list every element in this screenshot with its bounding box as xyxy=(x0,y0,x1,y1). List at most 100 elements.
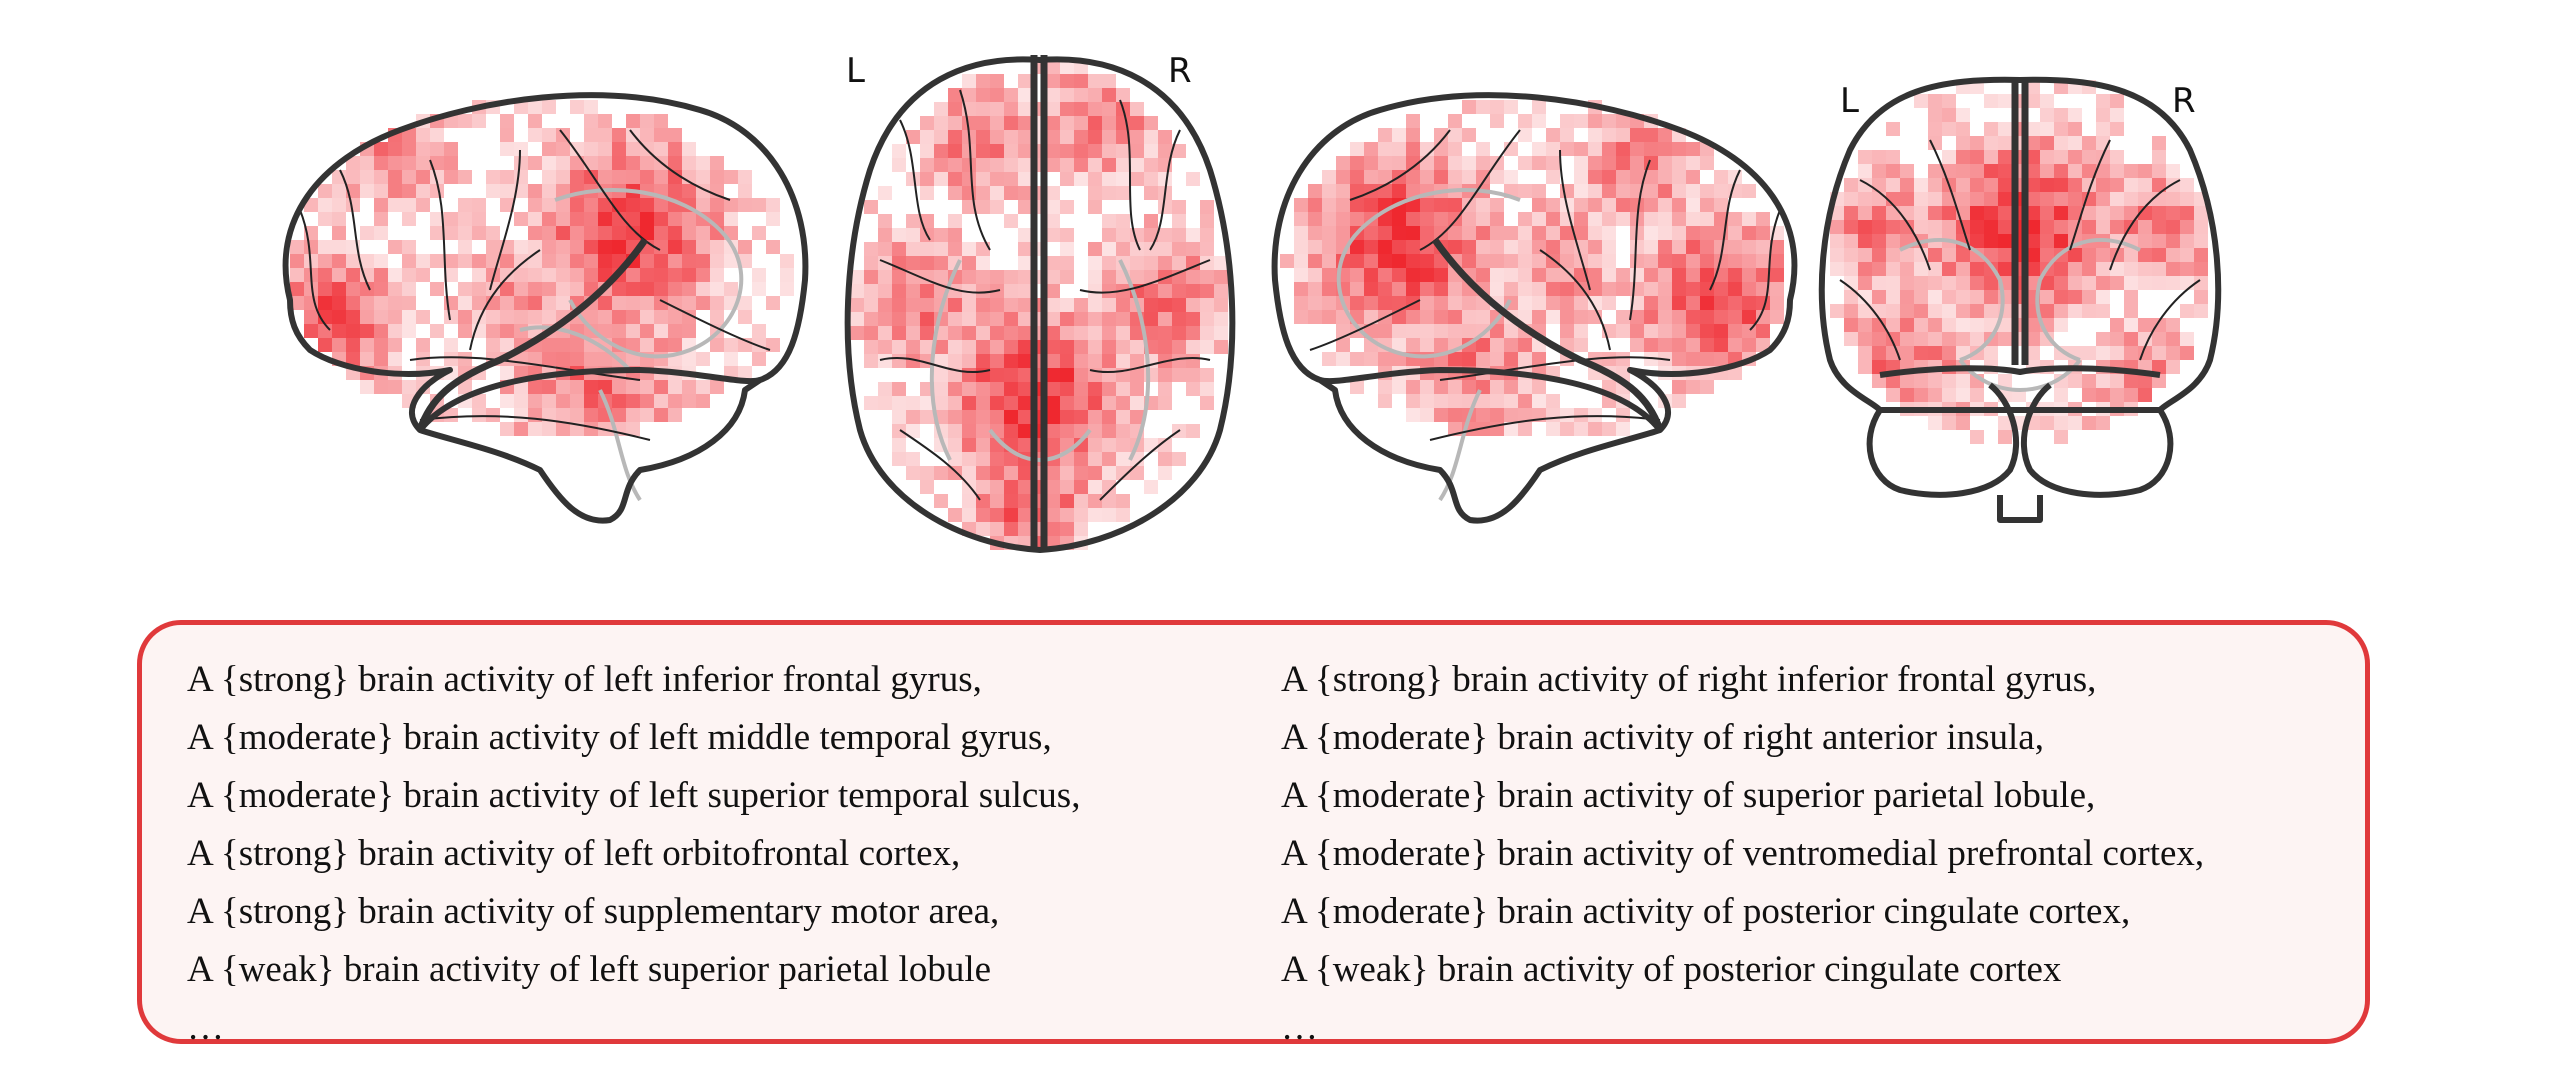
activation-voxel xyxy=(570,282,584,296)
temporal-lobe-outline xyxy=(417,367,761,432)
activation-voxel xyxy=(640,156,654,170)
activation-voxel xyxy=(1004,410,1018,424)
activation-voxel xyxy=(1490,198,1504,212)
activation-voxel xyxy=(2040,108,2054,122)
activation-voxel xyxy=(1448,380,1462,394)
activation-voxel xyxy=(1914,332,1928,346)
activation-voxel xyxy=(612,282,626,296)
activation-voxel xyxy=(1046,284,1060,298)
activation-voxel xyxy=(976,354,990,368)
activation-voxel xyxy=(1378,156,1392,170)
activation-voxel xyxy=(1004,186,1018,200)
activation-voxel xyxy=(500,338,514,352)
activation-voxel xyxy=(570,100,584,114)
activation-voxel xyxy=(1074,74,1088,88)
activation-voxel xyxy=(1942,318,1956,332)
activation-voxel xyxy=(1914,276,1928,290)
activation-voxel xyxy=(1420,282,1434,296)
activation-voxel xyxy=(626,198,640,212)
activation-voxel xyxy=(1742,226,1756,240)
activation-voxel xyxy=(2138,234,2152,248)
activation-voxel xyxy=(1886,388,1900,402)
activation-voxel xyxy=(1560,254,1574,268)
activation-voxel xyxy=(682,352,696,366)
activation-voxel xyxy=(892,228,906,242)
activation-voxel xyxy=(878,270,892,284)
activation-voxel xyxy=(1088,494,1102,508)
activation-voxel xyxy=(2054,206,2068,220)
activation-voxel xyxy=(1308,268,1322,282)
activation-voxel xyxy=(2040,178,2054,192)
glass-brain-figure: L R xyxy=(282,51,2222,553)
activation-voxel xyxy=(1756,338,1770,352)
temporal-lobe-outline xyxy=(1319,367,1663,432)
activation-voxel xyxy=(1074,410,1088,424)
activation-voxel xyxy=(528,296,542,310)
activation-voxel xyxy=(1858,206,1872,220)
activation-voxel xyxy=(738,198,752,212)
activation-voxel xyxy=(1364,352,1378,366)
activation-voxel xyxy=(542,380,556,394)
activation-voxel xyxy=(1186,270,1200,284)
activation-voxel xyxy=(682,184,696,198)
activation-voxel xyxy=(1686,380,1700,394)
activation-voxel xyxy=(626,408,640,422)
activation-voxel xyxy=(892,424,906,438)
activation-voxel xyxy=(1644,226,1658,240)
activation-voxel xyxy=(1616,352,1630,366)
brain-sulci xyxy=(879,89,1211,501)
activation-voxel xyxy=(2124,206,2138,220)
sylvian-fissure xyxy=(416,237,648,432)
activation-voxel xyxy=(1900,304,1914,318)
activation-voxel xyxy=(1186,368,1200,382)
activation-voxel xyxy=(2180,262,2194,276)
activation-voxel xyxy=(1046,158,1060,172)
activation-voxel xyxy=(2152,164,2166,178)
activation-voxel xyxy=(2096,220,2110,234)
activation-voxel xyxy=(1602,212,1616,226)
activation-voxel xyxy=(1214,312,1228,326)
activation-voxel xyxy=(1448,394,1462,408)
activation-voxel xyxy=(710,338,724,352)
activation-voxel xyxy=(1186,424,1200,438)
activation-voxel xyxy=(976,256,990,270)
activation-voxel xyxy=(1546,422,1560,436)
activation-voxel xyxy=(1060,158,1074,172)
activation-voxel xyxy=(514,268,528,282)
activation-voxel xyxy=(1900,332,1914,346)
activation-voxel xyxy=(416,128,430,142)
activation-voxel xyxy=(682,142,696,156)
activation-voxel xyxy=(584,226,598,240)
activation-voxel xyxy=(1998,164,2012,178)
activation-voxel xyxy=(2124,318,2138,332)
activation-voxel xyxy=(2026,122,2040,136)
activation-voxel xyxy=(990,396,1004,410)
activation-voxel xyxy=(2096,388,2110,402)
activation-voxel xyxy=(962,508,976,522)
activation-voxel xyxy=(1928,178,1942,192)
activation-voxel xyxy=(1770,282,1784,296)
activation-voxel xyxy=(948,396,962,410)
activation-voxel xyxy=(1434,296,1448,310)
activation-voxel xyxy=(1200,340,1214,354)
activation-voxel xyxy=(640,380,654,394)
activation-voxel xyxy=(2054,388,2068,402)
activation-voxel xyxy=(598,114,612,128)
activation-voxel xyxy=(1970,164,1984,178)
activation-voxel xyxy=(332,310,346,324)
activation-voxel xyxy=(1406,254,1420,268)
activation-voxel xyxy=(1406,380,1420,394)
activation-voxel xyxy=(696,170,710,184)
activation-voxel xyxy=(990,312,1004,326)
activation-voxel xyxy=(1046,74,1060,88)
activation-voxel xyxy=(556,156,570,170)
activation-voxel xyxy=(1728,240,1742,254)
activation-voxel xyxy=(2026,192,2040,206)
activation-voxel xyxy=(416,310,430,324)
activation-voxel xyxy=(2166,206,2180,220)
activation-voxel xyxy=(1350,156,1364,170)
activation-voxel xyxy=(2124,164,2138,178)
activation-voxel xyxy=(486,310,500,324)
activation-voxel xyxy=(1700,296,1714,310)
activation-voxel xyxy=(1420,394,1434,408)
